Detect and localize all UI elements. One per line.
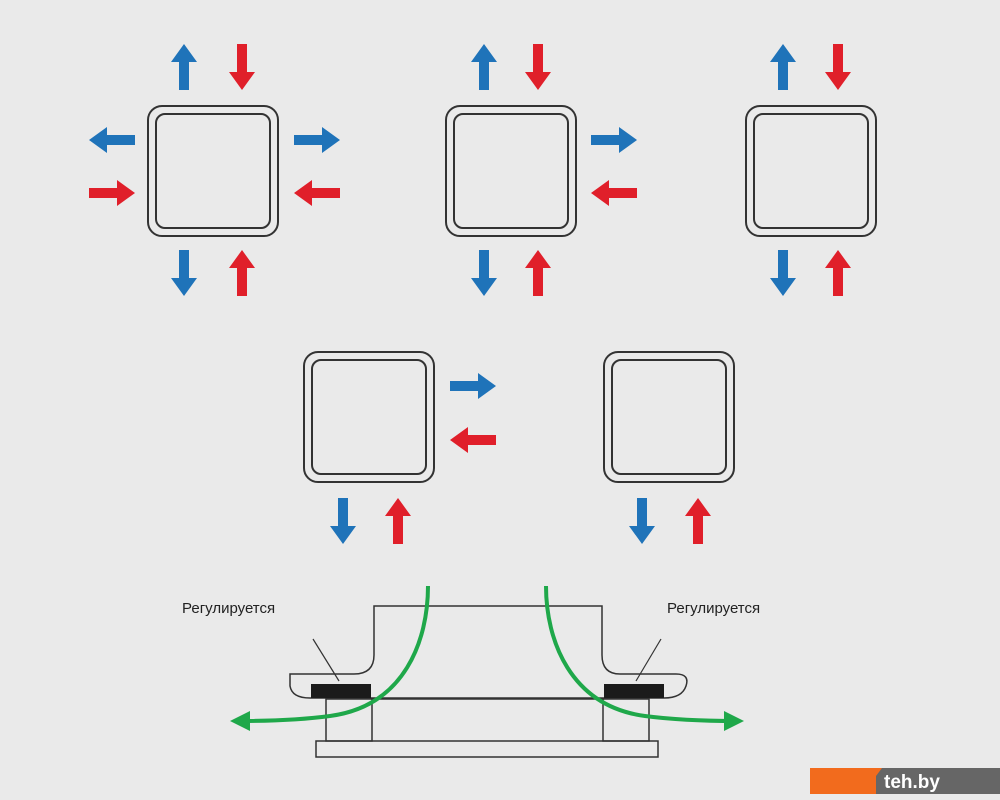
left-airflow-arrow xyxy=(230,585,430,731)
left-leader-line xyxy=(312,638,340,682)
left-adjustable-label: Регулируется xyxy=(182,600,275,617)
inflow-arrow-icon xyxy=(825,44,851,90)
right-airflow-arrow xyxy=(544,585,744,731)
diffuser-one-way xyxy=(603,351,735,544)
inflow-arrow-icon xyxy=(229,44,255,90)
outflow-arrow-icon xyxy=(450,373,496,399)
inflow-arrow-icon xyxy=(450,427,496,453)
right-leader-line xyxy=(635,638,662,682)
outflow-arrow-icon xyxy=(471,250,497,296)
outflow-arrow-icon xyxy=(89,127,135,153)
diffuser-cross-section: Регулируется Регулируется xyxy=(182,585,760,758)
outflow-arrow-icon xyxy=(294,127,340,153)
outflow-arrow-icon xyxy=(591,127,637,153)
diffuser-corner-two-way xyxy=(303,351,496,544)
left-support xyxy=(325,698,373,742)
diffuser-housing xyxy=(289,605,688,699)
outflow-arrow-icon xyxy=(330,498,356,544)
diffuser-three-way xyxy=(445,44,637,296)
inflow-arrow-icon xyxy=(229,250,255,296)
diffuser-two-way xyxy=(745,44,877,296)
inflow-arrow-icon xyxy=(525,250,551,296)
inflow-arrow-icon xyxy=(294,180,340,206)
left-damper xyxy=(311,684,371,698)
diffuser-four-way xyxy=(89,44,340,296)
inflow-arrow-icon xyxy=(685,498,711,544)
inflow-arrow-icon xyxy=(591,180,637,206)
diffuser-square xyxy=(603,351,735,483)
right-support xyxy=(602,698,650,742)
diffuser-square xyxy=(745,105,877,237)
brand-logo: teh.by xyxy=(810,768,1000,794)
diffuser-square xyxy=(147,105,279,237)
right-damper xyxy=(604,684,664,698)
inflow-arrow-icon xyxy=(89,180,135,206)
inflow-arrow-icon xyxy=(385,498,411,544)
outflow-arrow-icon xyxy=(471,44,497,90)
outflow-arrow-icon xyxy=(770,250,796,296)
diffuser-square xyxy=(445,105,577,237)
right-adjustable-label: Регулируется xyxy=(667,600,760,617)
inflow-arrow-icon xyxy=(525,44,551,90)
outflow-arrow-icon xyxy=(171,44,197,90)
outflow-arrow-icon xyxy=(770,44,796,90)
base-plate xyxy=(315,740,659,758)
outflow-arrow-icon xyxy=(171,250,197,296)
outflow-arrow-icon xyxy=(629,498,655,544)
diffuser-square xyxy=(303,351,435,483)
inflow-arrow-icon xyxy=(825,250,851,296)
brand-logo-text: teh.by xyxy=(884,772,940,793)
